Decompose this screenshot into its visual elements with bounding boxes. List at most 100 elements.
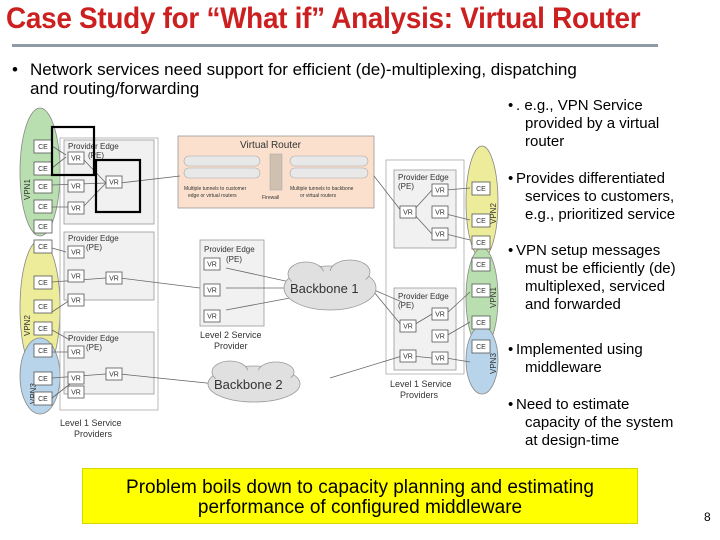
pe-box-left-2 <box>63 231 155 301</box>
backbone2-label: Backbone 2 <box>214 377 283 392</box>
ce-node-box <box>471 315 491 330</box>
level1-provider-frame-right <box>385 159 465 375</box>
ce-node-box <box>33 239 53 254</box>
side-bullet-line: multiplexed, serviced <box>525 278 666 295</box>
side-bullet-line: router <box>525 133 565 150</box>
pe-label: (PE) <box>226 255 242 264</box>
vr-node-label: VR <box>207 314 217 321</box>
ce-node-box <box>471 235 491 250</box>
vr-node-label: VR <box>403 324 413 331</box>
ce-node-box <box>33 343 53 358</box>
vpn3-label-right: VPN3 <box>489 353 498 374</box>
ce-node-box <box>471 283 491 298</box>
ce-node-label: CE <box>38 204 48 211</box>
pe-label: (PE) <box>86 343 102 352</box>
vr-node-box <box>105 367 123 381</box>
ce-node-box <box>33 219 53 234</box>
tunnels-backbone-label: or virtual routers <box>300 193 337 199</box>
vr-node-label: VR <box>435 312 445 319</box>
vpn2-label-left: VPN2 <box>23 315 32 336</box>
ce-node-label: CE <box>38 396 48 403</box>
pe-label: (PE) <box>88 151 104 160</box>
ce-node-label: CE <box>38 224 48 231</box>
vr-node-box <box>67 179 85 193</box>
problem-statement-box: Problem boils down to capacity planning … <box>82 468 638 524</box>
tunnels-customer-label: edge or virtual routers <box>188 193 237 199</box>
ce-node-label: CE <box>38 184 48 191</box>
ce-node-box <box>471 213 491 228</box>
ce-node-label: CE <box>38 280 48 287</box>
vr-node-box <box>431 227 449 241</box>
pe-label: Provider Edge <box>204 245 255 254</box>
ce-node-label: CE <box>476 240 486 247</box>
tunnel-cylinder <box>183 167 261 179</box>
ce-node-label: CE <box>38 304 48 311</box>
vpn1-label-left: VPN1 <box>23 179 32 200</box>
vr-node-box <box>399 319 417 333</box>
pe-label: Provider Edge <box>68 234 119 243</box>
side-bullet-line: services to customers, <box>525 188 675 205</box>
ce-node-label: CE <box>38 144 48 151</box>
vpn1-label-right: VPN1 <box>489 287 498 308</box>
bullet-marker: • <box>508 170 514 187</box>
ce-node-label: CE <box>476 186 486 193</box>
backbone1-cloud <box>283 259 377 311</box>
vr-node-label: VR <box>109 180 119 187</box>
ce-node-label: CE <box>476 218 486 225</box>
ce-node-box <box>33 199 53 214</box>
vr-node-box <box>399 349 417 363</box>
side-bullet-line: capacity of the system <box>525 414 674 431</box>
problem-line-2: performance of configured middleware <box>197 497 523 518</box>
vr-node-label: VR <box>71 250 81 257</box>
vr-node-box <box>431 205 449 219</box>
ce-node-box <box>33 275 53 290</box>
vr-node-label: VR <box>71 350 81 357</box>
virtual-router-label: Virtual Router <box>240 140 302 151</box>
vr-node-box <box>67 201 85 215</box>
firewall-label: Firewall <box>262 195 279 201</box>
ce-node-label: CE <box>476 320 486 327</box>
vr-node-label: VR <box>435 356 445 363</box>
tunnel-cylinder <box>289 155 369 167</box>
vr-node-box <box>67 385 85 399</box>
ce-node-label: CE <box>38 244 48 251</box>
side-bullet-line: and forwarded <box>525 296 621 313</box>
problem-line-1: Problem boils down to capacity planning … <box>126 477 594 498</box>
vr-node-label: VR <box>403 210 413 217</box>
pe-label: (PE) <box>398 301 414 310</box>
vr-node-label: VR <box>71 274 81 281</box>
vr-node-box <box>67 371 85 385</box>
side-bullet-line: at design-time <box>525 432 620 449</box>
vpn3-label-left: VPN3 <box>29 383 38 404</box>
pe-label: Provider Edge <box>398 292 449 301</box>
vr-node-box <box>105 175 123 189</box>
vr-node-box <box>203 309 221 323</box>
ce-node-label: CE <box>476 344 486 351</box>
vr-node-box <box>105 271 123 285</box>
pe-label: Provider Edge <box>398 173 449 182</box>
vr-node-label: VR <box>71 390 81 397</box>
vr-node-label: VR <box>71 156 81 163</box>
vr-node-label: VR <box>435 334 445 341</box>
ce-node-box <box>33 371 53 386</box>
pe-label: (PE) <box>398 182 414 191</box>
vr-node-label: VR <box>71 298 81 305</box>
highlight-box-vr-2 <box>94 158 142 214</box>
side-bullet-line: middleware <box>525 359 602 376</box>
vpn2-label-right: VPN2 <box>489 203 498 224</box>
vr-node-box <box>67 345 85 359</box>
side-bullet-line: Implemented using <box>516 341 643 358</box>
bullet-marker: • <box>12 60 18 79</box>
vr-node-label: VR <box>207 288 217 295</box>
vr-node-box <box>203 257 221 271</box>
ce-node-box <box>471 181 491 196</box>
vr-node-box <box>431 351 449 365</box>
link-lines <box>51 145 471 399</box>
vr-node-box <box>431 329 449 343</box>
level1-providers-right-label: Providers <box>400 390 439 400</box>
backbone2-cloud <box>207 360 301 403</box>
page-number: 8 <box>704 510 711 524</box>
level1-providers-right-label: Level 1 Service <box>390 379 452 389</box>
bullet-marker: • <box>508 97 514 114</box>
